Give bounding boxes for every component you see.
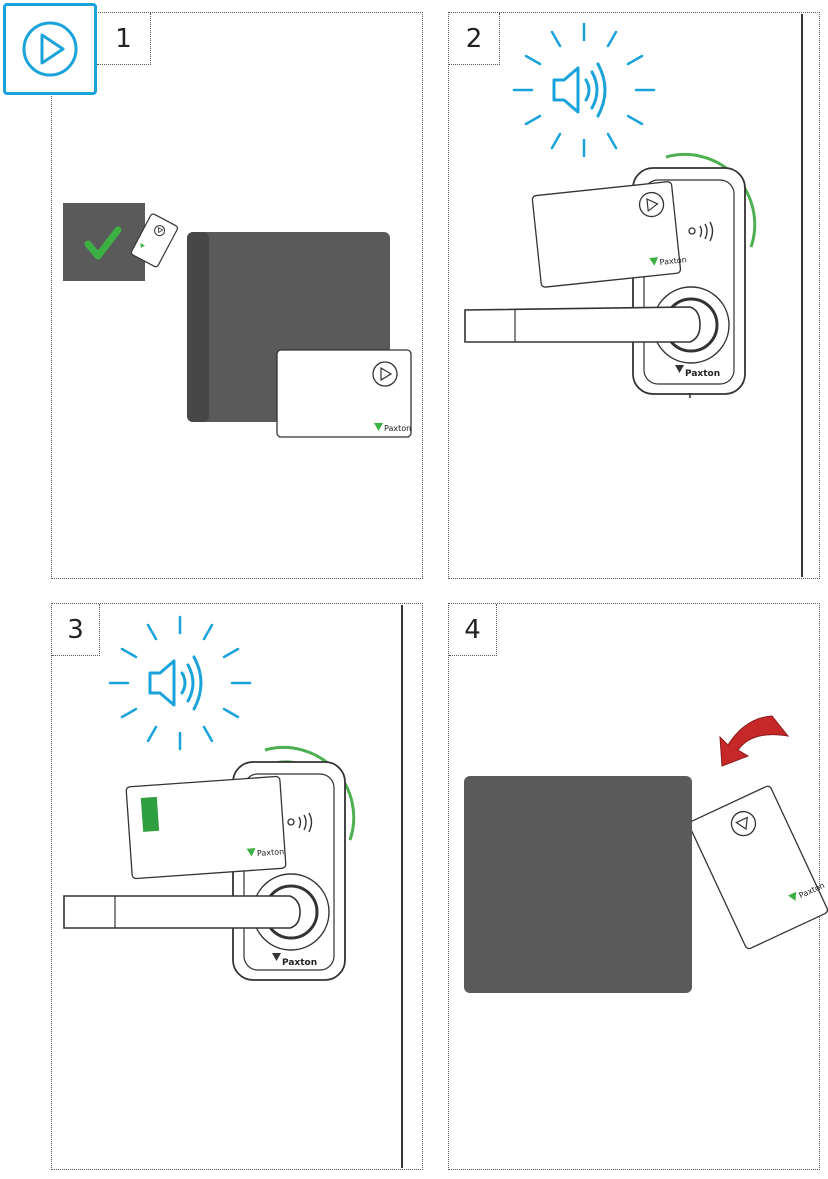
reader-panel: [464, 776, 692, 993]
speaker-sound-icon: [552, 62, 607, 118]
access-card: [276, 349, 412, 438]
door-handle: [464, 306, 701, 343]
step-number-3: 3: [52, 604, 100, 656]
card-play-icon: [372, 361, 398, 387]
checkmark-icon: [84, 226, 122, 260]
door-handle: [63, 895, 301, 929]
lock-brand: Paxton: [282, 958, 317, 968]
step-1-panel: [51, 12, 423, 579]
step-4-panel: [448, 603, 820, 1170]
step-number-2: 2: [449, 13, 500, 65]
door-edge-line: [801, 14, 803, 577]
card-brand: Paxton: [659, 255, 687, 267]
lock-brand: Paxton: [685, 369, 720, 379]
step-number-1: 1: [97, 13, 151, 65]
step-3-panel: [51, 603, 423, 1170]
sound-rays: [512, 22, 656, 158]
curved-arrow-icon: [719, 715, 790, 767]
small-card: [130, 213, 179, 268]
sound-rays: [108, 615, 252, 751]
reader-square: [63, 203, 145, 281]
access-card: Paxton: [125, 775, 287, 880]
green-indicator: [140, 796, 160, 832]
door-edge-line: [401, 605, 403, 1168]
card-brand: Paxton: [384, 424, 411, 433]
step-2-panel: [448, 12, 820, 579]
access-card: Paxton: [531, 181, 687, 288]
play-button[interactable]: [3, 3, 97, 95]
access-card: Paxton: [688, 785, 828, 950]
card-brand: Paxton: [257, 847, 285, 858]
play-icon: [22, 21, 78, 77]
speaker-sound-icon: [148, 655, 203, 711]
step-number-4: 4: [449, 604, 497, 656]
brand-logo-icon: [374, 423, 383, 431]
